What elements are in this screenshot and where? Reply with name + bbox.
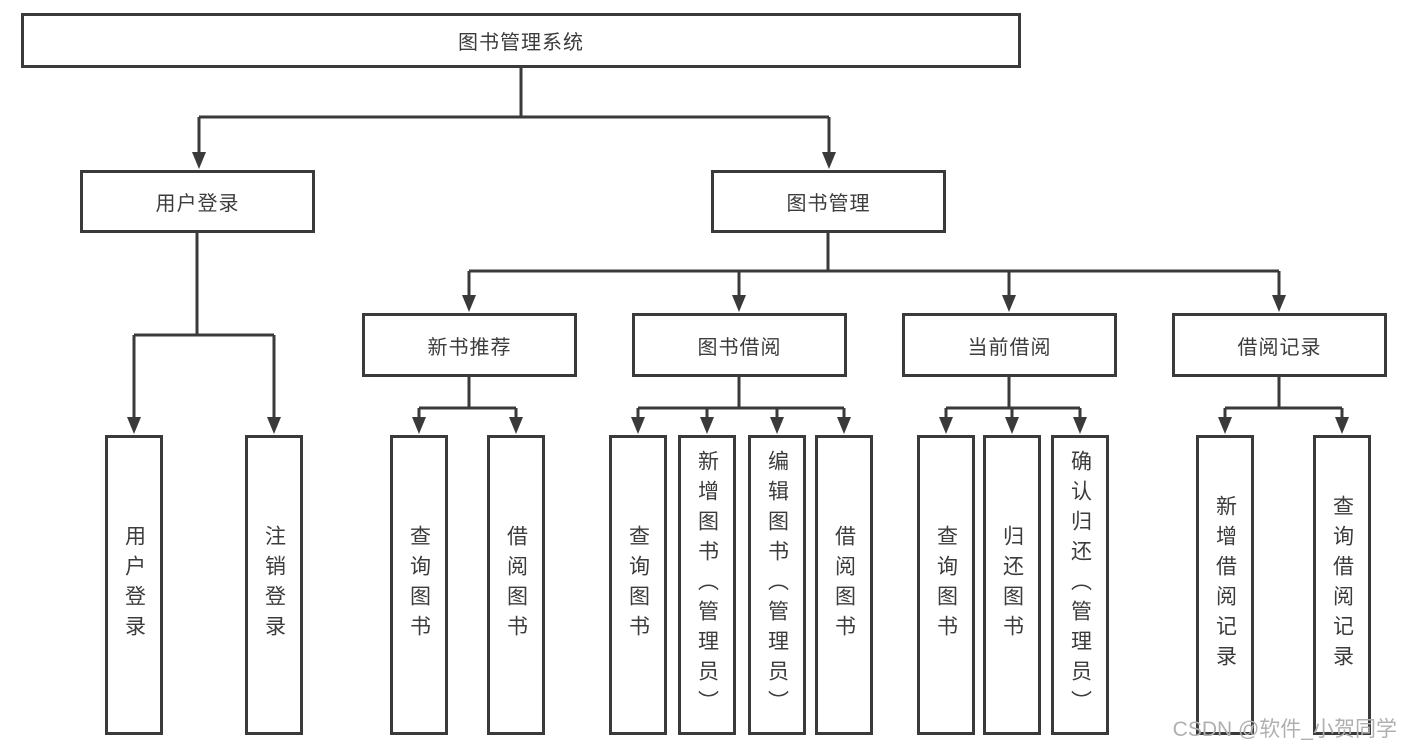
leaf-query-books-current-label: 查询图书 <box>934 525 958 645</box>
leaf-user-login-label: 用户登录 <box>122 525 146 645</box>
node-root: 图书管理系统 <box>21 13 1021 68</box>
leaf-add-book-admin-label: 新增图书（管理员） <box>695 450 719 720</box>
leaf-add-borrow-record: 新增借阅记录 <box>1196 435 1254 735</box>
leaf-edit-book-admin-label: 编辑图书（管理员） <box>765 450 789 720</box>
leaf-confirm-return-admin: 确认归还（管理员） <box>1051 435 1109 735</box>
leaf-query-borrow-record-label: 查询借阅记录 <box>1330 495 1354 675</box>
node-book-management: 图书管理 <box>711 170 946 233</box>
leaf-query-books-recommend-label: 查询图书 <box>407 525 431 645</box>
node-borrowing-records-label: 借阅记录 <box>1237 336 1322 359</box>
node-current-borrowing: 当前借阅 <box>902 313 1117 377</box>
leaf-query-borrow-record: 查询借阅记录 <box>1313 435 1371 735</box>
leaf-query-books-borrow-label: 查询图书 <box>626 525 650 645</box>
leaf-user-login: 用户登录 <box>105 435 163 735</box>
node-book-management-label: 图书管理 <box>786 193 871 215</box>
leaf-return-books-label: 归还图书 <box>1000 525 1024 645</box>
leaf-borrow-books: 借阅图书 <box>815 435 873 735</box>
node-root-label: 图书管理系统 <box>458 32 584 54</box>
leaf-edit-book-admin: 编辑图书（管理员） <box>748 435 806 735</box>
csdn-watermark: CSDN @软件_小贺同学 <box>1172 718 1397 741</box>
node-book-borrowing: 图书借阅 <box>632 313 847 377</box>
node-book-borrowing-label: 图书借阅 <box>697 336 782 359</box>
leaf-logout: 注销登录 <box>245 435 303 735</box>
leaf-borrow-books-recommend-label: 借阅图书 <box>504 525 528 645</box>
leaf-logout-label: 注销登录 <box>262 525 286 645</box>
node-borrowing-records: 借阅记录 <box>1172 313 1387 377</box>
arrowheads <box>127 152 1349 434</box>
leaf-query-books-current: 查询图书 <box>917 435 975 735</box>
node-new-book-recommendation: 新书推荐 <box>362 313 577 377</box>
node-user-login-label: 用户登录 <box>155 193 240 215</box>
leaf-add-book-admin: 新增图书（管理员） <box>678 435 736 735</box>
leaf-query-books-borrow: 查询图书 <box>609 435 667 735</box>
leaf-borrow-books-label: 借阅图书 <box>832 525 856 645</box>
leaf-query-books-recommend: 查询图书 <box>390 435 448 735</box>
node-current-borrowing-label: 当前借阅 <box>967 336 1052 359</box>
leaf-confirm-return-admin-label: 确认归还（管理员） <box>1068 450 1092 720</box>
leaf-borrow-books-recommend: 借阅图书 <box>487 435 545 735</box>
node-new-book-recommendation-label: 新书推荐 <box>427 336 512 359</box>
leaf-return-books: 归还图书 <box>983 435 1041 735</box>
leaf-add-borrow-record-label: 新增借阅记录 <box>1213 495 1237 675</box>
node-user-login: 用户登录 <box>80 170 315 233</box>
